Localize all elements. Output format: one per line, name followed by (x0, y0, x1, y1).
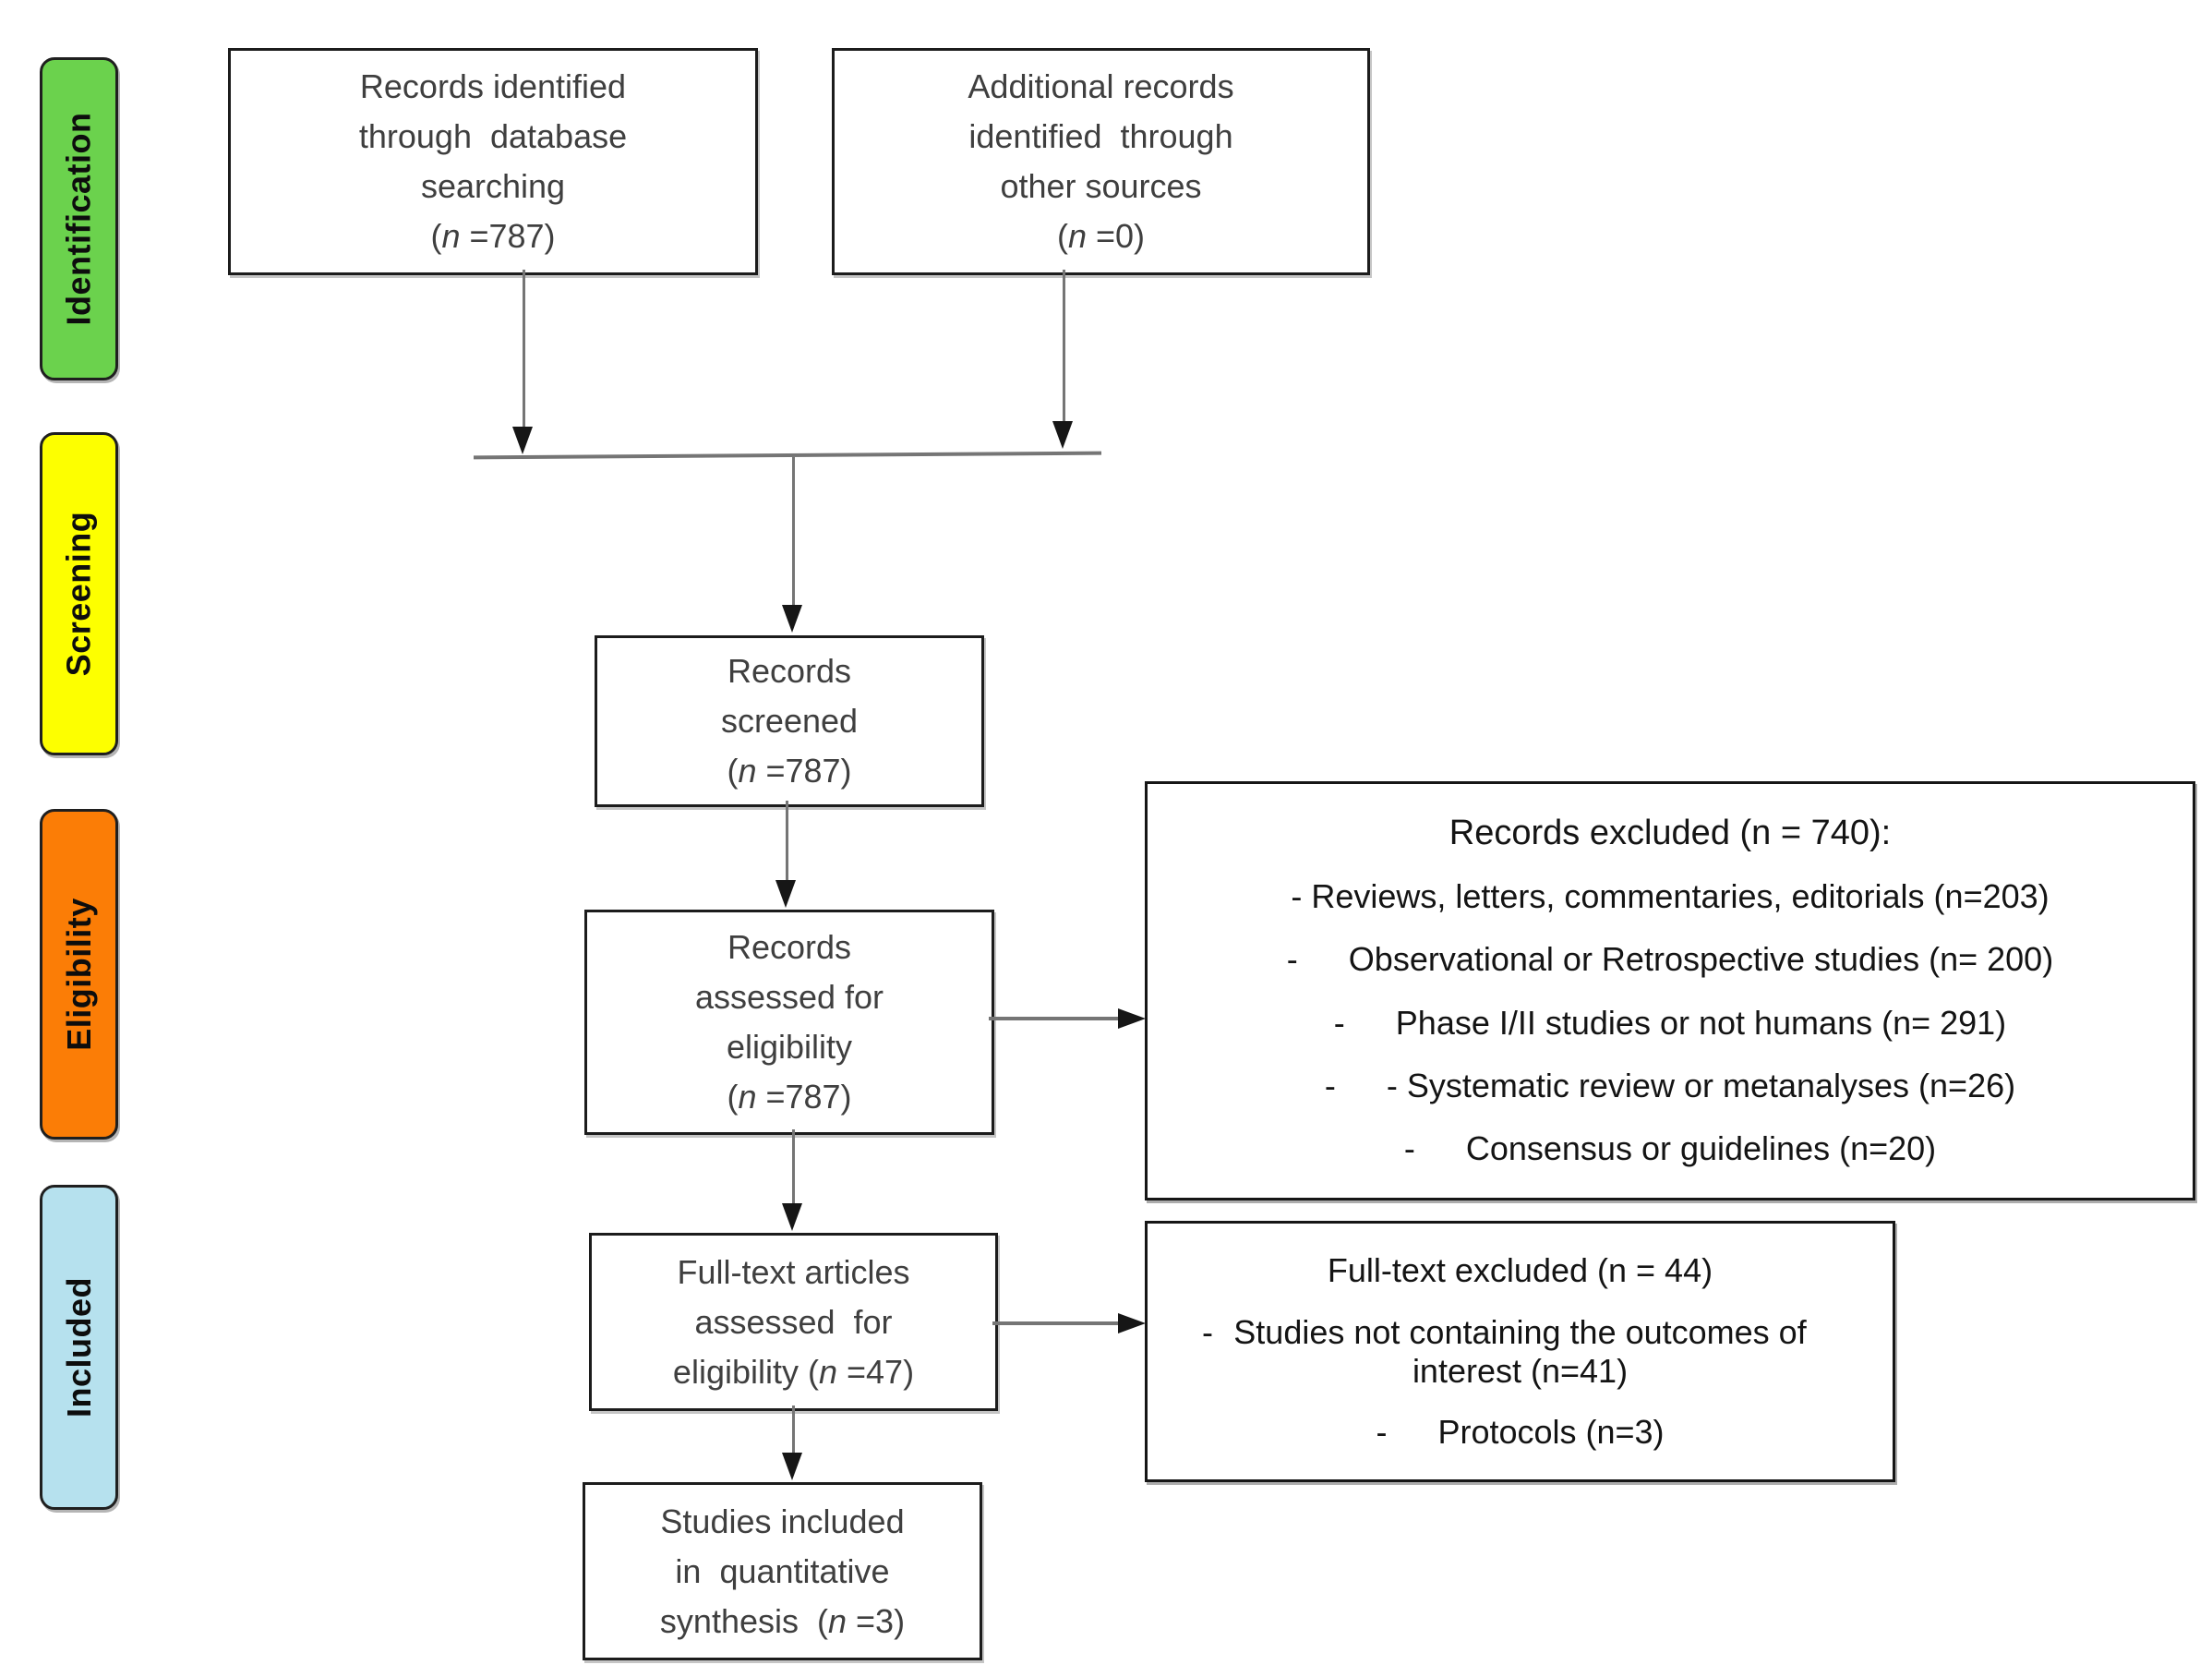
stage-tab-included-label: Included (59, 1276, 98, 1418)
count-n: n (738, 1078, 757, 1116)
bullet-dash: - (1286, 940, 1298, 979)
box-text-line: Records (727, 652, 852, 690)
connector-merge-bar (473, 451, 1102, 460)
excluded-reason: - Protocols (n=3) (1160, 1413, 1880, 1452)
excluded-reason: - - Systematic review or metanalyses (n=… (1160, 1067, 2180, 1105)
excluded-reason-text: Observational or Retrospective studies (… (1348, 940, 2054, 979)
count-rest: =0) (1086, 217, 1146, 255)
box-text-line: assessed for (694, 978, 884, 1016)
connector-fulltext-to-excluded (992, 1321, 1119, 1325)
records-excluded-title: Records excluded (n = 740): (1449, 814, 1892, 853)
box-text-line: assessed for (694, 1302, 893, 1341)
bullet-dash: - (1376, 1412, 1388, 1451)
connector-screened-to-assessed (786, 801, 788, 880)
box-text-line: identified through (968, 117, 1233, 155)
count-open: ( (727, 752, 739, 790)
stage-tab-identification: Identification (40, 57, 118, 380)
box-text-line: Records identified (359, 67, 627, 105)
count-rest: =787) (756, 1078, 852, 1116)
arrowhead-to-included (782, 1453, 802, 1480)
box-text-line: screened (720, 702, 859, 740)
arrowhead-to-fulltext (782, 1203, 802, 1231)
excluded-reason-text: Phase I/II studies or not humans (n= 291… (1395, 1003, 2007, 1042)
box-count: eligibility (n =47) (673, 1347, 914, 1397)
excluded-reason-text: Studies not containing the outcomes of i… (1233, 1312, 1807, 1390)
stage-tab-eligibility: Eligibility (40, 809, 118, 1140)
excluded-reason: - Phase I/II studies or not humans (n= 2… (1160, 1004, 2180, 1043)
box-records-identified: Records identified through database sear… (228, 48, 758, 275)
box-records-screened: Records screened (n =787) (595, 635, 984, 807)
connector-additional-down (1063, 270, 1065, 421)
connector-identified-down (523, 270, 525, 427)
excluded-reason-text: - Systematic review or metanalyses (n=26… (1386, 1066, 2016, 1104)
box-fulltext-assessed: Full-text articles assessed for eligibil… (589, 1233, 998, 1411)
stage-tab-identification-label: Identification (59, 112, 98, 326)
count-n: n (738, 752, 757, 790)
stage-tab-included: Included (40, 1185, 118, 1510)
box-count: synthesis (n =3) (660, 1597, 905, 1647)
arrowhead-additional-down (1052, 421, 1073, 449)
count-pre: eligibility ( (672, 1352, 819, 1391)
stage-tab-screening: Screening (40, 432, 118, 755)
bullet-dash: - (1333, 1003, 1345, 1042)
count-pre: synthesis ( (659, 1601, 828, 1640)
box-additional-records: Additional records identified through ot… (832, 48, 1370, 275)
excluded-reason-text: Consensus or guidelines (n=20) (1465, 1128, 1937, 1167)
excluded-reason: - Reviews, letters, commentaries, editor… (1160, 877, 2180, 916)
count-open: ( (727, 1078, 739, 1116)
box-fulltext-excluded: Full-text excluded (n = 44) - Studies no… (1145, 1221, 1895, 1482)
stage-tab-eligibility-label: Eligibility (59, 898, 98, 1051)
arrowhead-to-records-excluded (1118, 1008, 1146, 1029)
arrowhead-identified-down (512, 427, 533, 454)
bullet-dash: - (1202, 1312, 1213, 1351)
box-studies-included: Studies included in quantitative synthes… (583, 1482, 982, 1660)
count-n: n (1067, 217, 1087, 255)
box-count: (n =0) (1057, 211, 1145, 261)
excluded-reason-text: - Reviews, letters, commentaries, editor… (1291, 877, 2050, 916)
box-text-line: Records (727, 928, 852, 966)
excluded-reason-text: Protocols (n=3) (1437, 1412, 1665, 1451)
box-text-line: Studies included (660, 1502, 905, 1540)
box-text-line: eligibility (726, 1028, 853, 1066)
box-count: (n =787) (727, 1072, 851, 1122)
count-rest: =787) (460, 217, 556, 255)
box-text-line: Additional records (968, 67, 1234, 105)
excluded-reason: - Observational or Retrospective studies… (1160, 940, 2180, 979)
connector-assessed-to-excluded (989, 1017, 1119, 1020)
arrowhead-to-screened (782, 605, 802, 633)
count-n: n (441, 217, 461, 255)
connector-fulltext-to-included (792, 1406, 795, 1453)
box-text-line: other sources (1000, 167, 1202, 205)
count-n: n (818, 1352, 837, 1391)
box-records-excluded: Records excluded (n = 740): - Reviews, l… (1145, 781, 2195, 1200)
box-text-line: through database (358, 117, 628, 155)
arrowhead-to-fulltext-excluded (1118, 1313, 1146, 1333)
fulltext-excluded-title: Full-text excluded (n = 44) (1327, 1251, 1713, 1290)
excluded-reason: - Studies not containing the outcomes of… (1160, 1313, 1880, 1391)
box-text-line: Full-text articles (677, 1252, 910, 1291)
box-count: (n =787) (430, 211, 555, 261)
box-text-line: searching (420, 167, 566, 205)
count-open: ( (430, 217, 442, 255)
connector-assessed-to-fulltext (792, 1129, 795, 1203)
count-n: n (827, 1601, 848, 1640)
box-records-assessed: Records assessed for eligibility (n =787… (584, 910, 994, 1135)
box-count: (n =787) (727, 746, 851, 796)
count-rest: =787) (756, 752, 852, 790)
count-rest: =3) (847, 1601, 906, 1640)
count-open: ( (1056, 217, 1068, 255)
bullet-dash: - (1324, 1066, 1336, 1104)
stage-tab-screening-label: Screening (59, 511, 98, 677)
arrowhead-to-assessed (775, 880, 796, 908)
box-text-line: in quantitative (675, 1551, 890, 1590)
count-rest: =47) (837, 1352, 915, 1391)
bullet-dash: - (1403, 1128, 1415, 1167)
connector-merge-to-screened (792, 457, 795, 605)
excluded-reason: - Consensus or guidelines (n=20) (1160, 1129, 2180, 1168)
